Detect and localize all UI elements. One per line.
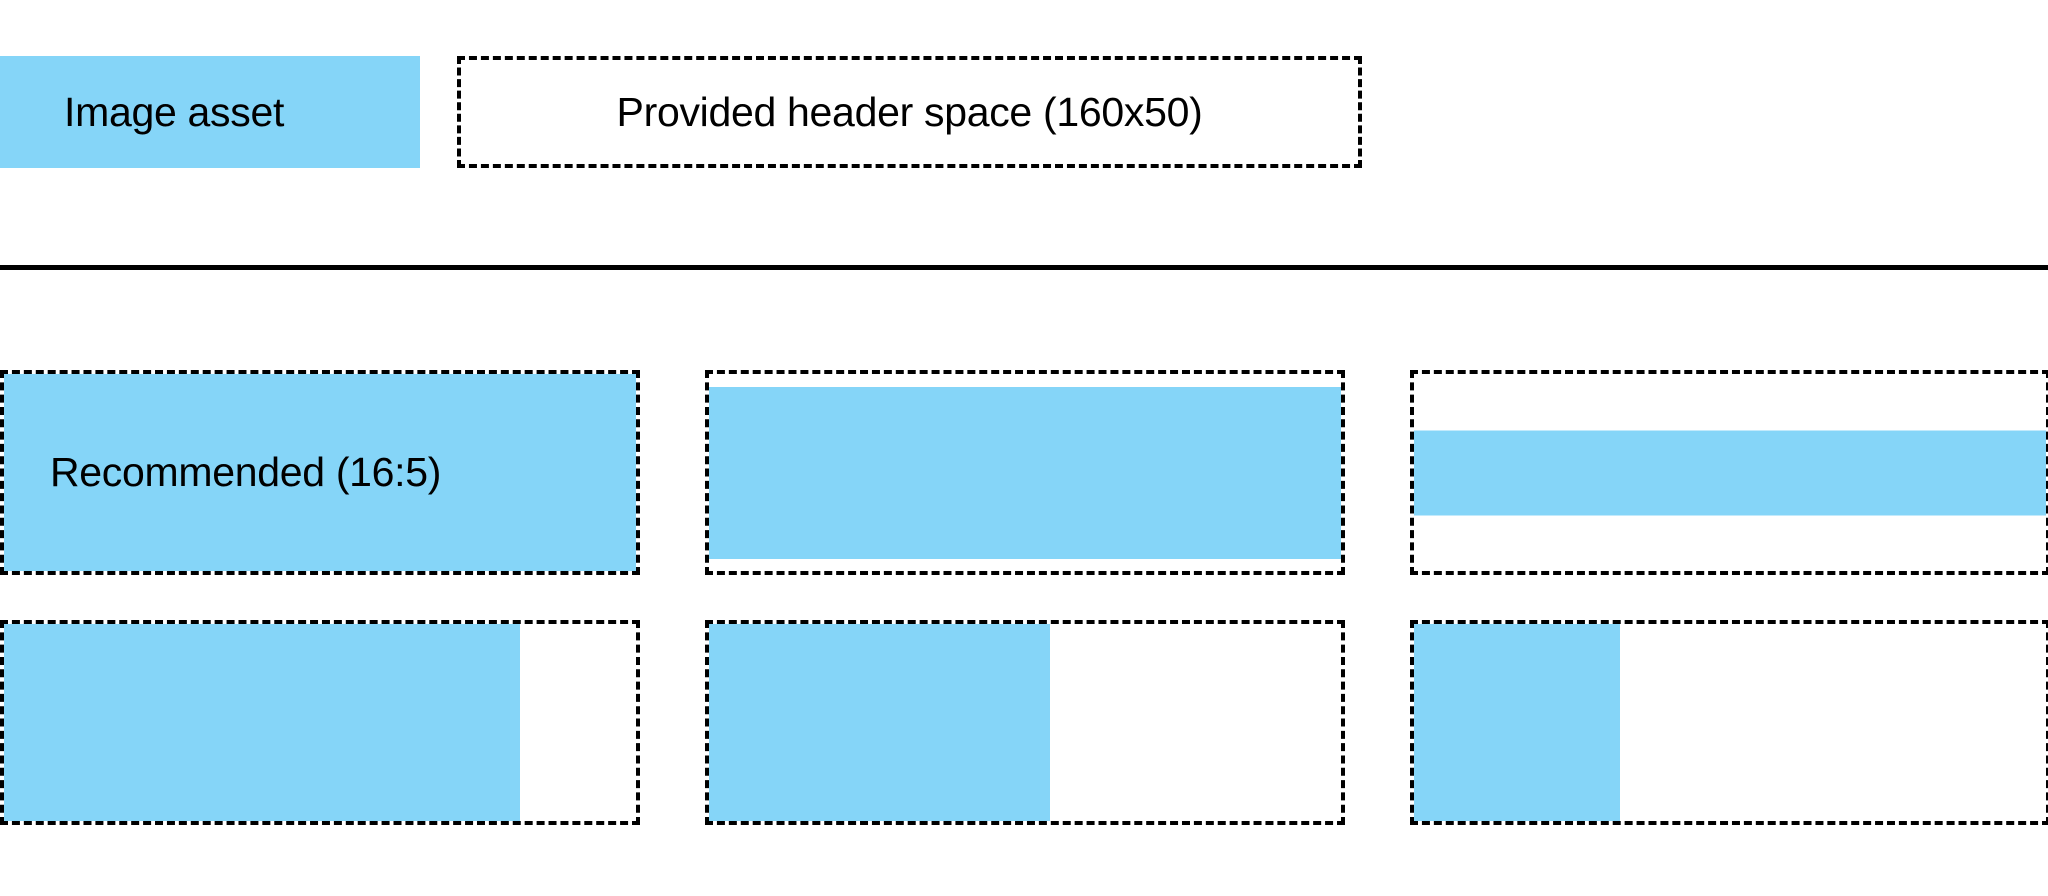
- grid-row: [0, 620, 2048, 825]
- aspect-cell-pillarbox-wide: [0, 620, 640, 825]
- header-row: Image asset Provided header space (160x5…: [0, 56, 1362, 168]
- aspect-cell-letterbox-tall: [705, 370, 1345, 575]
- image-fill-region: [1414, 430, 2046, 515]
- image-asset-swatch: Image asset: [0, 56, 420, 168]
- image-fill-region: [4, 374, 636, 571]
- aspect-examples-grid: Recommended (16:5): [0, 370, 2048, 870]
- aspect-cell-pillarbox-narrow: [1410, 620, 2048, 825]
- image-fill-region: [4, 624, 520, 821]
- aspect-cell-pillarbox-medium: [705, 620, 1345, 825]
- provided-header-space-box: Provided header space (160x50): [457, 56, 1362, 168]
- provided-header-space-label: Provided header space (160x50): [616, 88, 1203, 135]
- grid-row: Recommended (16:5): [0, 370, 2048, 575]
- image-fill-region: [1414, 624, 1620, 821]
- image-asset-label: Image asset: [64, 88, 285, 135]
- aspect-cell-letterbox-short: [1410, 370, 2048, 575]
- recommended-ratio-label: Recommended (16:5): [50, 449, 442, 495]
- image-fill-region: [709, 386, 1341, 559]
- image-fill-region: [709, 624, 1050, 821]
- section-divider: [0, 265, 2048, 270]
- aspect-cell-full-bleed: Recommended (16:5): [0, 370, 640, 575]
